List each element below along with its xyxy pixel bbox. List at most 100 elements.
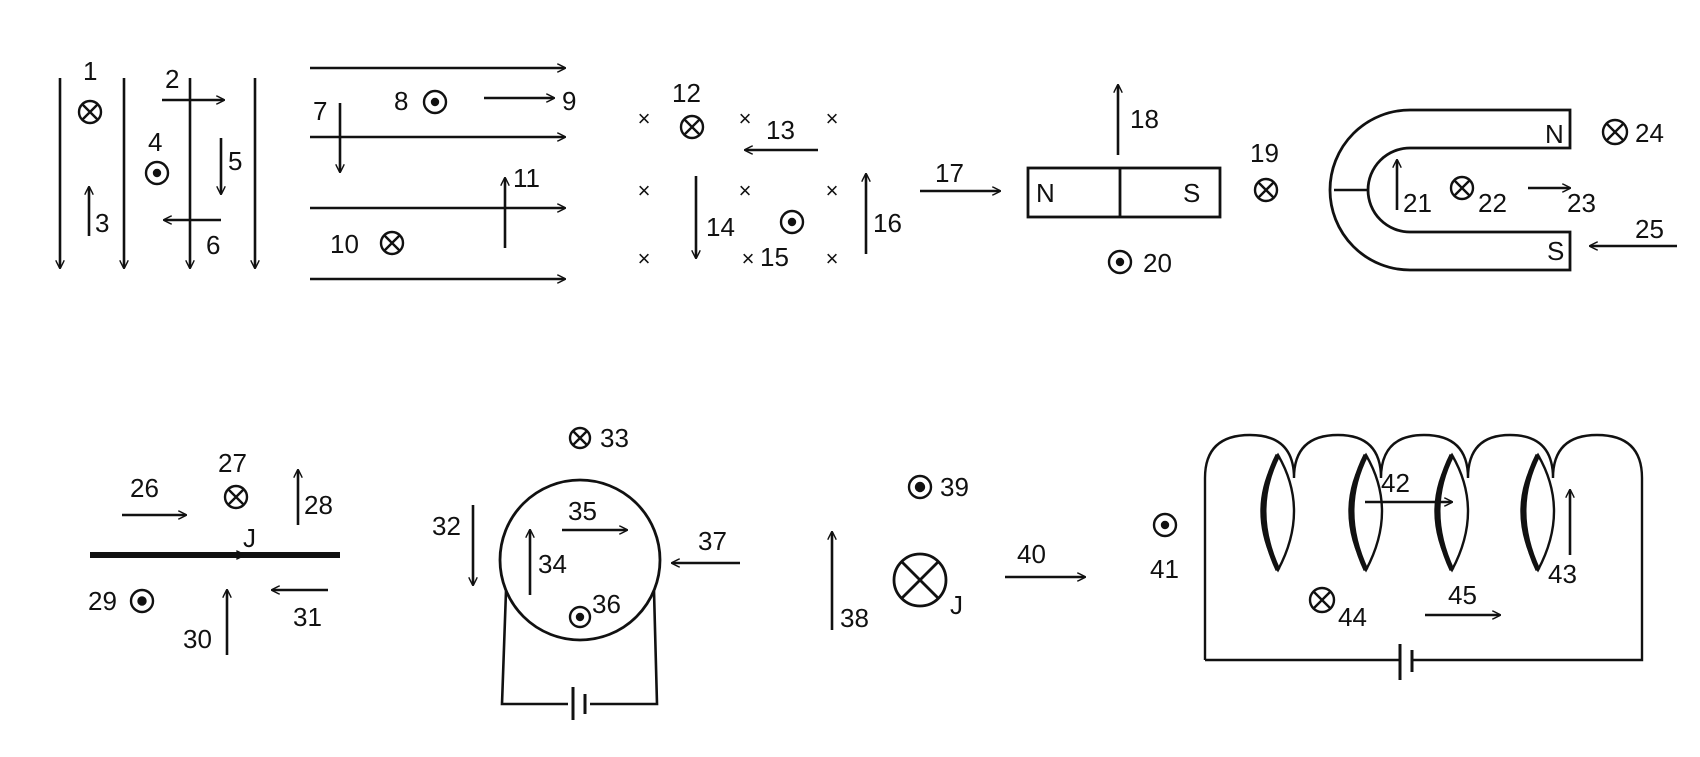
label-14: 14 [706,212,735,242]
label-36: 36 [592,589,621,619]
loop-lead-right [590,590,659,706]
field-cross: × [826,246,839,271]
label-21: 21 [1403,188,1432,218]
field-cross: × [826,106,839,131]
horseshoe-north: N [1545,119,1564,149]
out-of-page-symbol-36 [568,605,592,629]
label-2: 2 [165,64,179,94]
label-35: 35 [568,496,597,526]
label-24: 24 [1635,118,1664,148]
horseshoe-body [1328,108,1572,272]
label-13: 13 [766,115,795,145]
into-page-symbol-10 [379,230,405,256]
into-page-symbol-24 [1601,118,1629,146]
field-cross: × [638,178,651,203]
label-43: 43 [1548,559,1577,589]
into-page-symbol-1 [77,99,103,125]
coil-turn-front [1261,453,1281,572]
straight-wire-panel [90,470,340,655]
label-11: 11 [513,163,540,193]
out-of-page-symbol-29 [129,588,155,614]
label-3: 3 [95,208,109,238]
label-39: 39 [940,472,969,502]
label-32: 32 [432,511,461,541]
label-10: 10 [330,229,359,259]
label-15: 15 [760,242,789,272]
out-of-page-symbol-41 [1152,512,1178,538]
label-22: 22 [1478,188,1507,218]
label-37: 37 [698,526,727,556]
wire-into-page-panel [832,532,1085,630]
current-loop [498,478,662,642]
wire-current-label: J [950,590,963,620]
label-1: 1 [83,56,97,86]
label-26: 26 [130,473,159,503]
label-38: 38 [840,603,869,633]
out-of-page-symbol-15 [779,209,805,235]
label-7: 7 [313,96,327,126]
field-cross: × [638,246,651,271]
label-41: 41 [1150,554,1179,584]
label-18: 18 [1130,104,1159,134]
field-cross: × [742,246,755,271]
label-25: 25 [1635,214,1664,244]
label-44: 44 [1338,602,1367,632]
label-27: 27 [218,448,247,478]
bar-magnet-north: N [1036,178,1055,208]
field-cross: × [638,106,651,131]
label-17: 17 [935,158,964,188]
label-5: 5 [228,146,242,176]
wire-current-label: J [243,523,256,553]
number-labels: 1 2 3 4 5 6 7 8 9 10 11 12 13 14 15 16 1… [83,56,1664,654]
into-page-symbol-44 [1308,586,1336,614]
bar-magnet-south: S [1183,178,1200,208]
label-28: 28 [304,490,333,520]
coil-turn-front [1349,453,1369,572]
into-page-symbol-33 [568,426,592,450]
panel-3-arrows [696,150,866,258]
label-42: 42 [1381,468,1410,498]
field-cross: × [739,106,752,131]
label-16: 16 [873,208,902,238]
label-34: 34 [538,549,567,579]
into-page-symbol-22 [1449,175,1475,201]
coil-turn-front [1521,453,1541,572]
label-30: 30 [183,624,212,654]
field-cross: × [739,178,752,203]
field-crosses: × × × × × × × × × [638,106,839,271]
field-symbols [77,89,1629,629]
bar-magnet-body [1026,166,1222,219]
out-of-page-symbol-4 [144,160,170,186]
out-of-page-symbol-20 [1107,249,1133,275]
coil-turn-front [1435,453,1455,572]
label-45: 45 [1448,580,1477,610]
loop-lead-left [500,590,568,706]
horseshoe-south: S [1547,236,1564,266]
into-page-symbol-27 [223,484,249,510]
label-9: 9 [562,86,576,116]
label-31: 31 [293,602,322,632]
label-20: 20 [1143,248,1172,278]
out-of-page-symbol-8 [422,89,448,115]
label-12: 12 [672,78,701,108]
out-of-page-symbol-39 [907,474,933,500]
current-loop-panel [473,478,740,720]
label-4: 4 [148,127,162,157]
label-8: 8 [394,86,408,116]
label-33: 33 [600,423,629,453]
solenoid-panel [1203,433,1644,680]
solenoid-coil [1203,433,1644,662]
field-cross: × [826,178,839,203]
panel-2-field-lines [310,68,565,279]
label-19: 19 [1250,138,1279,168]
label-40: 40 [1017,539,1046,569]
wire-cross-section [892,552,948,608]
label-23: 23 [1567,188,1596,218]
horseshoe-magnet [1328,108,1677,272]
panel-1-field-lines [60,78,255,268]
bar-magnet [920,85,1222,219]
pole-labels: N S N S J J [243,119,1564,620]
into-page-symbol-19 [1253,177,1279,203]
